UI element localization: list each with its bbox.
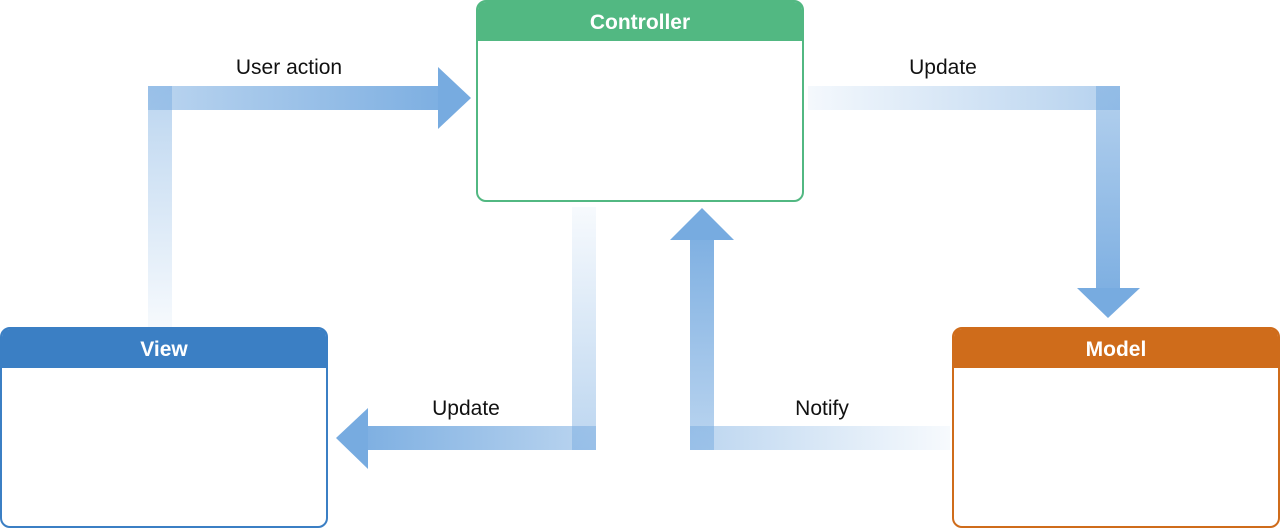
controller-box: Controller	[476, 0, 804, 202]
label-user-action: User action	[236, 56, 342, 79]
arrow-notify	[670, 208, 950, 450]
controller-title: Controller	[590, 11, 690, 34]
label-update-view: Update	[432, 397, 500, 420]
label-notify: Notify	[795, 397, 849, 420]
view-box: View	[0, 327, 328, 528]
arrow-user-action	[148, 67, 471, 330]
label-update-model: Update	[909, 56, 977, 79]
model-box: Model	[952, 327, 1280, 528]
model-title: Model	[1086, 338, 1147, 361]
view-title: View	[140, 338, 188, 361]
arrow-update-view	[336, 207, 596, 469]
arrow-update-model	[808, 86, 1140, 318]
